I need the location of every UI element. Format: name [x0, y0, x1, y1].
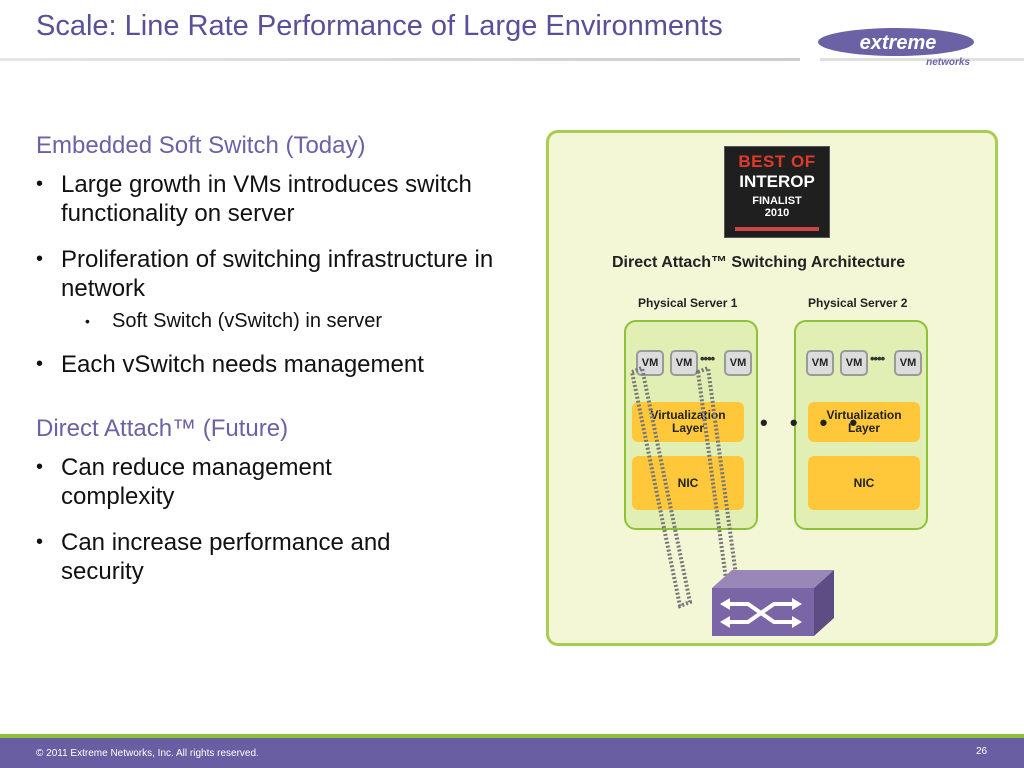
- list-item: • Can increase performance and security: [36, 528, 406, 586]
- server-1-label: Physical Server 1: [638, 296, 738, 310]
- arrow-head: [792, 598, 802, 610]
- switch-top: [712, 570, 834, 588]
- virt-layer-text: Layer: [847, 421, 881, 435]
- badge-year: 2010: [764, 207, 790, 219]
- title-divider-right: [820, 58, 1024, 61]
- page-number: 26: [976, 746, 988, 757]
- footer-accent-line: [0, 734, 1024, 738]
- list-item: • Each vSwitch needs management: [36, 350, 516, 379]
- bullet-dot: •: [36, 173, 44, 195]
- vm-ellipsis: ••••: [700, 351, 715, 366]
- bullet-list-future: • Can reduce management complexity • Can i…: [36, 453, 516, 586]
- list-item: • Can reduce management complexity: [36, 453, 401, 511]
- arrow-head: [720, 616, 730, 628]
- vm-box: VM: [894, 350, 922, 376]
- vm-box: VM: [840, 350, 868, 376]
- arrow-head: [792, 616, 802, 628]
- vm-box: VM: [806, 350, 834, 376]
- badge-line-best-of: BEST OF: [738, 152, 816, 171]
- vm-box: VM: [670, 350, 698, 376]
- direct-attach-path-1: [629, 365, 693, 609]
- bullet-dot: •: [36, 248, 44, 270]
- logo-swoosh: [818, 28, 974, 56]
- server-2-label: Physical Server 2: [808, 296, 908, 310]
- network-switch-icon: [712, 570, 834, 636]
- arrow-head: [720, 598, 730, 610]
- extreme-networks-logo: extreme networks: [818, 28, 974, 68]
- sub-bullet-text: Soft Switch (vSwitch) in server: [112, 310, 383, 332]
- slide-text-content: Embedded Soft Switch (Today) • Large grow…: [36, 132, 516, 603]
- virt-layer-text: Virtualization: [650, 408, 726, 422]
- list-item: • Large growth in VMs introduces switch f…: [36, 170, 516, 228]
- footer-bar: [0, 738, 1024, 768]
- logo-sub-text: networks: [926, 57, 970, 68]
- sub-bullet-list: • Soft Switch (vSwitch) in server: [61, 309, 516, 333]
- bullet-text: Can reduce management complexity: [61, 454, 332, 510]
- copyright-text: © 2011 Extreme Networks, Inc. All rights…: [36, 748, 259, 759]
- bullet-text: Can increase performance and security: [61, 529, 391, 585]
- slide-title: Scale: Line Rate Performance of Large En…: [36, 10, 723, 42]
- bullet-dot: •: [85, 313, 90, 329]
- bullet-text: Proliferation of switching infrastructur…: [61, 246, 494, 302]
- switch-side: [814, 570, 834, 636]
- bullet-text: Each vSwitch needs management: [61, 351, 424, 378]
- logo-brand-text: extreme: [860, 32, 937, 54]
- bullet-dot: •: [36, 456, 44, 478]
- badge-finalist-text: FINALIST: [752, 195, 802, 207]
- section-heading-future: Direct Attach™ (Future): [36, 415, 289, 442]
- nic-2: NIC: [808, 456, 920, 510]
- vm-box: VM: [636, 350, 664, 376]
- bullet-list-today: • Large growth in VMs introduces switch f…: [36, 170, 516, 379]
- bullet-text: Large growth in VMs introduces switch fu…: [61, 171, 472, 227]
- bullet-dot: •: [36, 531, 44, 553]
- diagram-title: Direct Attach™ Switching Architecture: [612, 254, 906, 271]
- switch-arrows: [728, 602, 794, 624]
- badge-sponsor-strip: [735, 227, 819, 231]
- virt-layer-text: Virtualization: [826, 408, 902, 422]
- badge-line-interop: INTEROP: [739, 172, 815, 191]
- sub-list-item: • Soft Switch (vSwitch) in server: [61, 309, 516, 333]
- virt-layer-text: Layer: [671, 421, 705, 435]
- list-item: • Proliferation of switching infrastructu…: [36, 245, 516, 333]
- direct-attach-path-2: [695, 365, 741, 597]
- title-divider: [0, 58, 800, 61]
- vm-box: VM: [724, 350, 752, 376]
- bullet-dot: •: [36, 353, 44, 375]
- between-servers-ellipsis: • • • •: [760, 410, 866, 435]
- section-heading-today: Embedded Soft Switch (Today): [36, 132, 366, 159]
- vm-ellipsis: ••••: [870, 351, 885, 366]
